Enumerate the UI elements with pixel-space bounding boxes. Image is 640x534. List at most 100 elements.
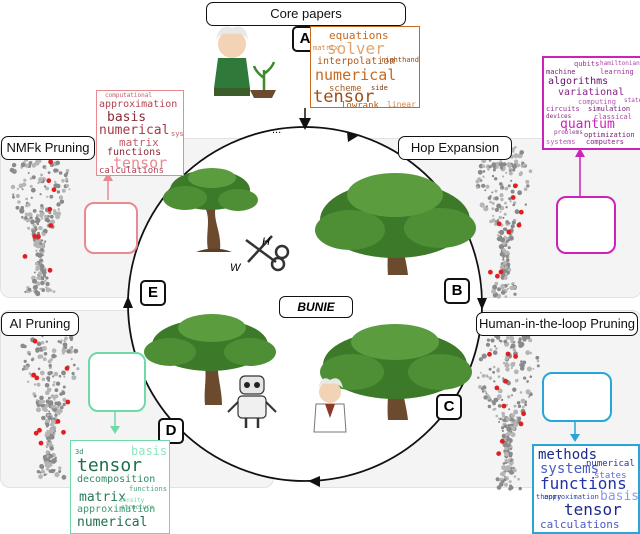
- scatter-point: [491, 400, 494, 403]
- scatter-point: [19, 208, 22, 211]
- scatter-point: [47, 400, 52, 405]
- scatter-point: [505, 336, 510, 340]
- scatter-point: [475, 186, 479, 189]
- scatter-point: [504, 295, 508, 298]
- scatter-point: [505, 432, 509, 437]
- step-letter-e: E: [140, 280, 166, 306]
- scatter-point: [32, 392, 36, 396]
- scatter-point: [42, 357, 47, 362]
- scatter-point: [39, 213, 44, 218]
- scatter-point: [73, 348, 79, 354]
- scatter-point: [506, 426, 512, 432]
- scatter-point: [482, 175, 485, 178]
- scatter-point: [510, 425, 516, 431]
- scatter-point: [29, 184, 33, 188]
- scatter-point: [28, 372, 32, 375]
- scatter-point: [497, 388, 503, 394]
- scatter-point: [45, 425, 49, 428]
- core-paper-point: [61, 429, 66, 435]
- scatter-point: [507, 184, 511, 188]
- scatter-point: [59, 199, 65, 204]
- scatter-point: [501, 429, 504, 432]
- scatter-point: [44, 403, 49, 408]
- scatter-point: [39, 268, 42, 271]
- scatter-point: [54, 472, 60, 478]
- scatter-point: [45, 418, 50, 424]
- scatter-point: [70, 358, 73, 361]
- scatter-point: [33, 243, 37, 247]
- nmfk-scatter-plot: [9, 143, 71, 297]
- scatter-point: [478, 357, 483, 362]
- scatter-point: [37, 276, 42, 280]
- scatter-point: [478, 385, 482, 389]
- scatter-point: [39, 395, 44, 401]
- scatter-point: [494, 177, 498, 181]
- scatter-point: [492, 168, 496, 172]
- scatter-point: [49, 446, 54, 451]
- scatter-point: [62, 402, 66, 407]
- core-paper-point: [47, 206, 53, 212]
- scatter-point: [28, 161, 32, 165]
- scatter-point: [36, 407, 41, 413]
- scatter-point: [491, 201, 495, 205]
- scatter-point: [511, 147, 515, 151]
- scatter-point: [32, 209, 37, 213]
- scatter-point: [29, 177, 33, 180]
- bunie-center-label: BUNIE: [279, 296, 353, 318]
- scatter-point: [43, 280, 46, 283]
- scatter-point: [58, 466, 62, 470]
- scatter-point: [52, 375, 55, 378]
- scatter-point: [56, 405, 60, 409]
- scatter-point: [54, 211, 60, 217]
- scatter-point: [495, 477, 500, 482]
- scatter-point: [504, 482, 508, 487]
- scatter-point: [45, 186, 49, 191]
- core-paper-point: [37, 427, 42, 433]
- scatter-point: [40, 204, 44, 208]
- scatter-point: [485, 374, 489, 378]
- scatter-point: [509, 200, 512, 203]
- scatter-point: [41, 232, 46, 237]
- scatter-point: [39, 471, 42, 474]
- scatter-point: [48, 453, 54, 459]
- scatter-point: [503, 276, 508, 280]
- scatter-point: [483, 395, 488, 400]
- scatter-point: [512, 168, 516, 172]
- scatter-point: [497, 404, 502, 408]
- scatter-point: [510, 432, 516, 438]
- scatter-point: [507, 441, 510, 444]
- scatter-point: [12, 193, 15, 196]
- scatter-point: [27, 172, 30, 174]
- scatter-point: [499, 193, 504, 198]
- scatter-point: [481, 390, 485, 393]
- scatter-point: [46, 218, 51, 223]
- scatter-point: [47, 379, 51, 382]
- scatter-point: [71, 371, 75, 376]
- core-paper-point: [501, 403, 507, 409]
- scatter-point: [513, 404, 517, 408]
- scatter-point: [510, 420, 513, 423]
- scatter-point: [43, 408, 48, 413]
- scatter-point: [499, 418, 502, 421]
- scatter-point: [17, 200, 21, 204]
- scatter-point: [21, 188, 24, 191]
- scatter-point: [505, 171, 508, 174]
- scatter-point: [528, 169, 533, 173]
- scatter-point: [523, 187, 528, 191]
- scatter-point: [488, 165, 492, 169]
- core-paper-point: [38, 440, 44, 446]
- scatter-point: [512, 282, 515, 285]
- scatter-point: [56, 190, 61, 194]
- scatter-point: [505, 255, 509, 258]
- scatter-point: [488, 367, 492, 371]
- step-letter-b: B: [444, 278, 470, 304]
- core-paper-point: [518, 209, 524, 215]
- scatter-point: [60, 339, 63, 342]
- tree-human-c: [320, 324, 472, 420]
- scatter-point: [45, 390, 50, 396]
- core-paper-point: [488, 269, 493, 275]
- scatter-point: [45, 276, 49, 280]
- scatter-point: [508, 171, 513, 176]
- scatter-point: [40, 403, 45, 408]
- scatter-point: [506, 287, 509, 290]
